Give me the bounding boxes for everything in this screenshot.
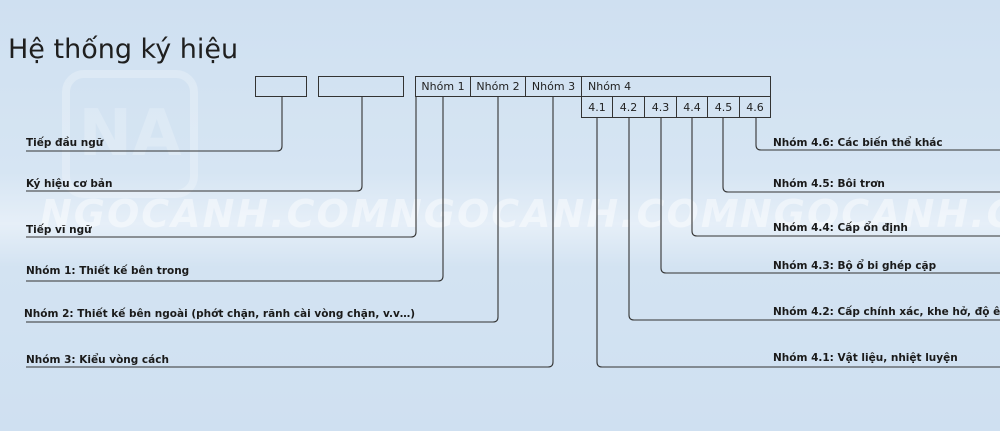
line-g46 <box>755 117 1000 151</box>
line-base <box>26 96 363 192</box>
sub-box-4-6: 4.6 <box>739 96 771 118</box>
prefix-box <box>255 76 307 97</box>
label-g45: Nhóm 4.5: Bôi trơn <box>773 178 885 190</box>
label-group2: Nhóm 2: Thiết kế bên ngoài (phớt chặn, r… <box>24 308 416 320</box>
sub-box-4-3: 4.3 <box>644 96 677 118</box>
label-prefix: Tiếp đầu ngữ <box>26 137 104 149</box>
watermark-text-right: NGOCANH.COM <box>740 192 1000 236</box>
line-g43 <box>660 117 1000 274</box>
group1-box: Nhóm 1 <box>415 76 471 97</box>
line-g42 <box>628 117 1000 321</box>
group2-box: Nhóm 2 <box>470 76 526 97</box>
watermark-text-left: NGOCANH.COM <box>40 192 391 236</box>
page-title: Hệ thống ký hiệu <box>8 34 239 65</box>
line-group2 <box>26 96 499 323</box>
group3-box: Nhóm 3 <box>525 76 582 97</box>
base-box <box>318 76 404 97</box>
sub-box-4-2: 4.2 <box>612 96 645 118</box>
label-g42: Nhóm 4.2: Cấp chính xác, khe hở, độ êm <box>773 306 1000 318</box>
line-prefix <box>26 96 283 152</box>
line-g41 <box>596 117 1000 368</box>
line-suffix <box>26 96 417 238</box>
label-g43: Nhóm 4.3: Bộ ổ bi ghép cặp <box>773 260 937 272</box>
line-group1 <box>26 96 444 282</box>
sub-box-4-5: 4.5 <box>707 96 740 118</box>
label-group3: Nhóm 3: Kiểu vòng cách <box>26 354 169 366</box>
watermark-logo: NA <box>62 70 198 198</box>
watermark-text-center: NGOCANH.COM <box>390 192 741 236</box>
label-base: Ký hiệu cơ bản <box>26 178 113 190</box>
line-g44 <box>691 117 1000 237</box>
label-g41: Nhóm 4.1: Vật liệu, nhiệt luyện <box>773 352 958 364</box>
sub-box-4-1: 4.1 <box>581 96 613 118</box>
group4-box: Nhóm 4 <box>581 76 771 97</box>
label-suffix: Tiếp vĩ ngữ <box>26 224 92 236</box>
sub-box-4-4: 4.4 <box>676 96 708 118</box>
label-g44: Nhóm 4.4: Cấp ổn định <box>773 222 908 234</box>
label-group1: Nhóm 1: Thiết kế bên trong <box>26 265 190 277</box>
line-g45 <box>722 117 1000 193</box>
label-g46: Nhóm 4.6: Các biến thể khác <box>773 137 943 149</box>
line-group3 <box>26 96 554 368</box>
